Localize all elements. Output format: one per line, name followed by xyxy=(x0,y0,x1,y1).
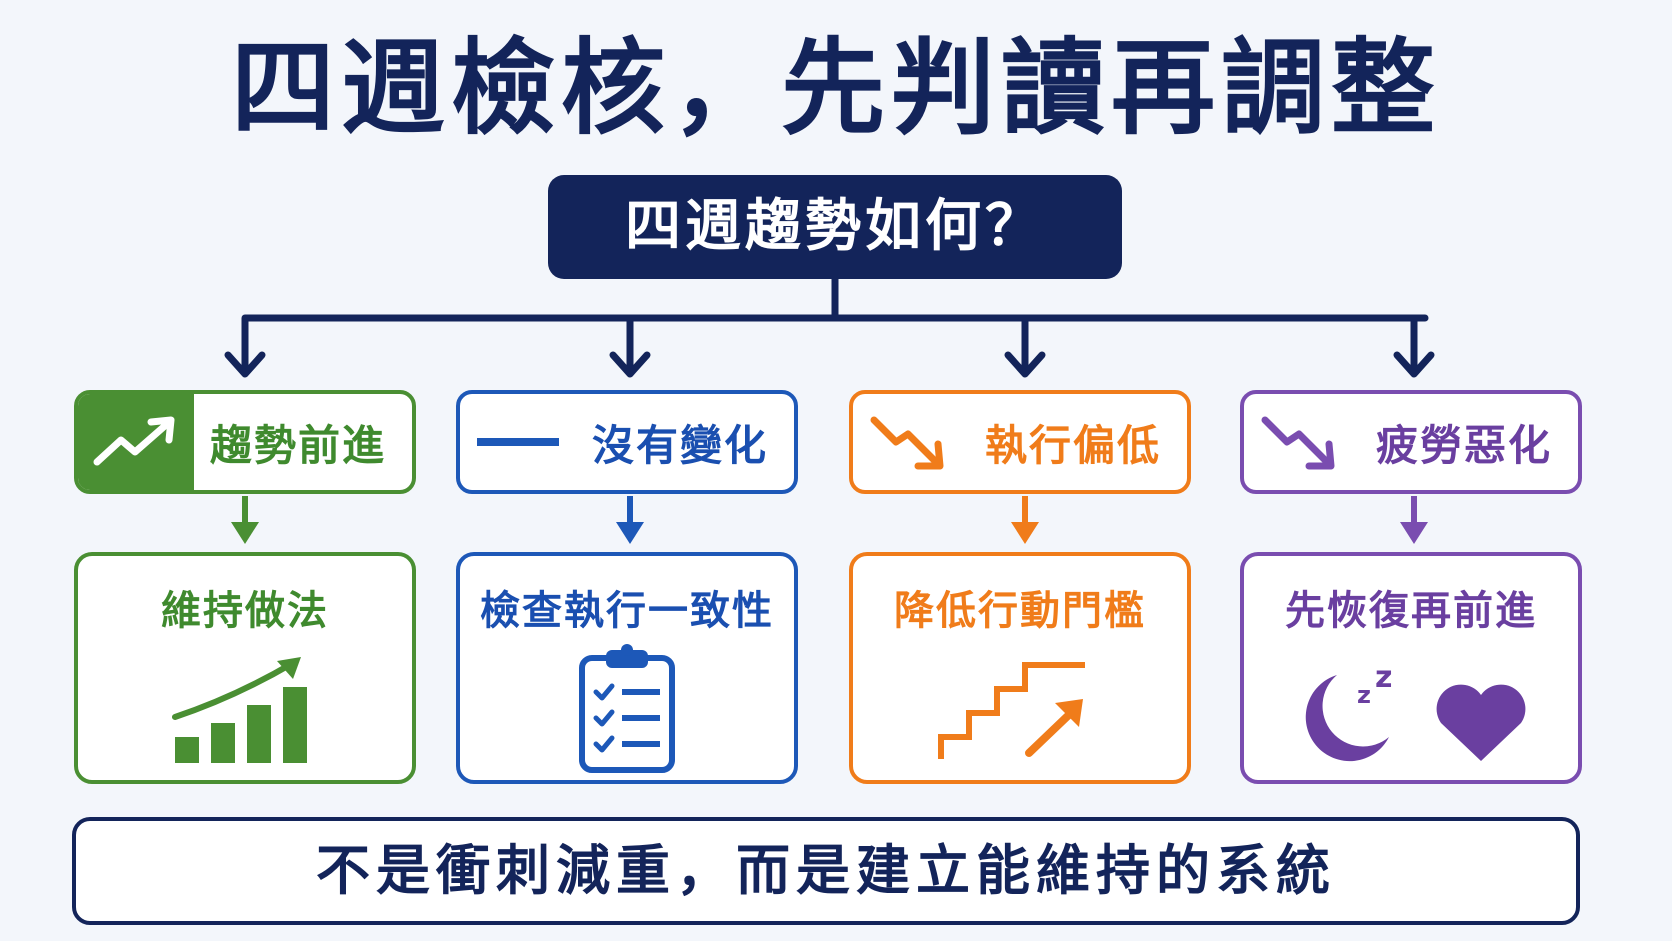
clipboard-checklist-icon xyxy=(460,644,794,774)
branch-trend-forward: 趨勢前進 xyxy=(74,390,416,494)
branch-label: 執行偏低 xyxy=(984,420,1161,470)
flat-line-icon xyxy=(460,394,576,490)
bar-chart-up-icon xyxy=(78,644,412,774)
action-check-consistency: 檢查執行一致性 xyxy=(456,552,798,784)
footer-summary: 不是衝刺減重，而是建立能維持的系統 xyxy=(72,817,1580,925)
svg-text:z: z xyxy=(1357,681,1371,709)
branch-label: 沒有變化 xyxy=(591,420,768,470)
action-recover-first: 先恢復再前進 z z xyxy=(1240,552,1582,784)
action-label: 降低行動門檻 xyxy=(894,588,1146,634)
trend-down-icon xyxy=(853,394,969,490)
branch-low-execution: 執行偏低 xyxy=(849,390,1191,494)
svg-text:z: z xyxy=(1375,660,1392,695)
branch-label: 趨勢前進 xyxy=(209,420,386,470)
action-label: 先恢復再前進 xyxy=(1285,588,1537,634)
stairs-arrow-icon xyxy=(853,644,1187,774)
question-box: 四週趨勢如何？ xyxy=(548,175,1122,279)
branch-label: 疲勞惡化 xyxy=(1375,420,1552,470)
moon-sleep-heart-icon: z z xyxy=(1244,644,1578,774)
page-title: 四週檢核，先判讀再調整 xyxy=(230,27,1441,149)
branch-fatigue-worse: 疲勞惡化 xyxy=(1240,390,1582,494)
trend-up-icon xyxy=(78,394,194,490)
trend-down-icon xyxy=(1244,394,1360,490)
action-lower-threshold: 降低行動門檻 xyxy=(849,552,1191,784)
action-keep-method: 維持做法 xyxy=(74,552,416,784)
action-label: 維持做法 xyxy=(161,588,329,634)
action-label: 檢查執行一致性 xyxy=(480,588,774,634)
branch-no-change: 沒有變化 xyxy=(456,390,798,494)
